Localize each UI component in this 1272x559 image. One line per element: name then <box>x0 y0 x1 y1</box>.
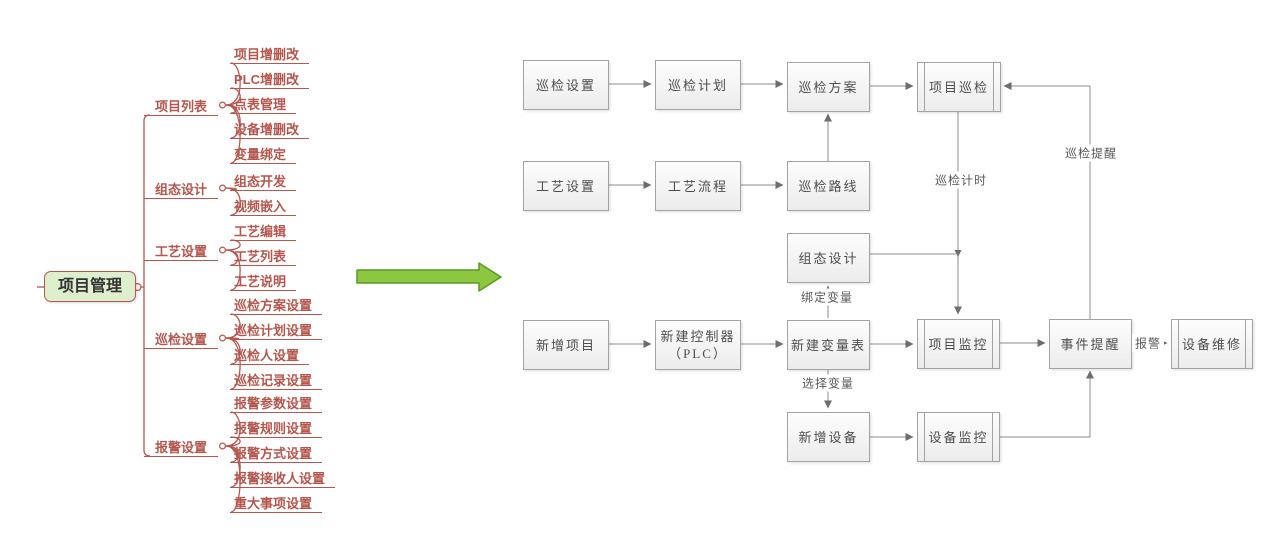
branch-handle-icon <box>219 442 227 450</box>
edge-device-monitor-to-event-remind <box>999 370 1094 438</box>
branch-handle-icon <box>219 334 227 342</box>
mindmap-leaf[interactable]: 工艺编辑 <box>230 223 297 241</box>
mindmap-leaf[interactable]: 视频嵌入 <box>230 198 297 216</box>
mindmap-trunk <box>143 114 151 457</box>
flow-node-process-flow[interactable]: 工艺流程 <box>655 161 741 211</box>
flow-node-new-project[interactable]: 新增项目 <box>523 320 609 370</box>
mindmap-leaf[interactable]: 巡检人设置 <box>230 347 310 365</box>
mindmap-leaf[interactable]: 点表管理 <box>230 96 297 114</box>
mindmap-branch-alarm-setting[interactable]: 报警设置 <box>144 439 218 457</box>
flow-node-device-monitor[interactable]: 设备监控 <box>917 412 1000 462</box>
mindmap-leaf[interactable]: 组态开发 <box>230 173 297 191</box>
mindmap-leaf[interactable]: 报警接收人设置 <box>230 470 336 488</box>
mindmap-leaf[interactable]: 重大事项设置 <box>230 495 323 513</box>
mindmap-leaf[interactable]: 工艺列表 <box>230 248 297 266</box>
mindmap-collapse-handles[interactable] <box>133 101 227 450</box>
flow-edges <box>607 80 1168 441</box>
flow-node-project-inspect[interactable]: 项目巡检 <box>917 62 1001 112</box>
branch-handle-icon <box>219 184 227 192</box>
branch-handle-icon <box>219 101 227 109</box>
flow-node-device-repair[interactable]: 设备维修 <box>1171 319 1253 369</box>
mindmap-leaf[interactable]: 变量绑定 <box>230 146 297 164</box>
mindmap-leaf[interactable]: 工艺说明 <box>230 273 297 291</box>
flow-node-inspect-settings[interactable]: 巡检设置 <box>523 60 609 110</box>
mindmap-leaf[interactable]: 巡检记录设置 <box>230 372 323 390</box>
mindmap-leaf[interactable]: 报警方式设置 <box>230 445 323 463</box>
edge-label-inspect-remind: 巡检提醒 <box>1061 144 1121 162</box>
mindmap-leaf[interactable]: 设备增删改 <box>230 121 310 139</box>
edge-label-alarm: 报警 <box>1131 334 1165 352</box>
junction-arrowhead <box>954 250 962 257</box>
flow-node-new-plc[interactable]: 新建控制器 （PLC） <box>655 320 741 370</box>
mindmap-branch-project-list[interactable]: 项目列表 <box>144 98 218 116</box>
mindmap-leaf[interactable]: PLC增删改 <box>230 71 310 89</box>
flow-node-inspect-plan[interactable]: 巡检计划 <box>655 60 741 110</box>
mindmap-branch-config-design[interactable]: 组态设计 <box>144 181 218 199</box>
edge-label-select-variable: 选择变量 <box>798 374 858 392</box>
flow-node-project-monitor[interactable]: 项目监控 <box>917 319 1000 369</box>
mindmap-leaf[interactable]: 巡检方案设置 <box>230 297 323 315</box>
flow-node-new-device[interactable]: 新增设备 <box>787 412 870 462</box>
edge-label-inspect-timing: 巡检计时 <box>931 171 991 189</box>
mindmap-root-node[interactable]: 项目管理 <box>44 271 136 302</box>
branch-handle-icon <box>219 246 227 254</box>
flow-node-inspect-route[interactable]: 巡检路线 <box>787 161 870 211</box>
edge-event-remind-to-project-inspect <box>1003 82 1091 319</box>
edge-label-bind-variable: 绑定变量 <box>797 288 857 306</box>
flow-node-inspect-scheme[interactable]: 巡检方案 <box>787 62 870 112</box>
mindmap-leaf[interactable]: 报警规则设置 <box>230 420 323 438</box>
mindmap-leaf[interactable]: 巡检计划设置 <box>230 322 323 340</box>
flow-node-event-remind[interactable]: 事件提醒 <box>1049 319 1132 369</box>
mindmap-leaf[interactable]: 报警参数设置 <box>230 395 323 413</box>
mindmap-branch-process-setting[interactable]: 工艺设置 <box>144 243 218 261</box>
flow-node-new-var-table[interactable]: 新建变量表 <box>787 320 870 370</box>
flow-node-process-settings[interactable]: 工艺设置 <box>523 161 609 211</box>
mindmap-leaf[interactable]: 项目增删改 <box>230 46 310 64</box>
green-right-arrow-icon <box>356 262 502 292</box>
flow-node-config-design[interactable]: 组态设计 <box>787 233 870 283</box>
mindmap-branch-inspect-setting[interactable]: 巡检设置 <box>144 331 218 349</box>
